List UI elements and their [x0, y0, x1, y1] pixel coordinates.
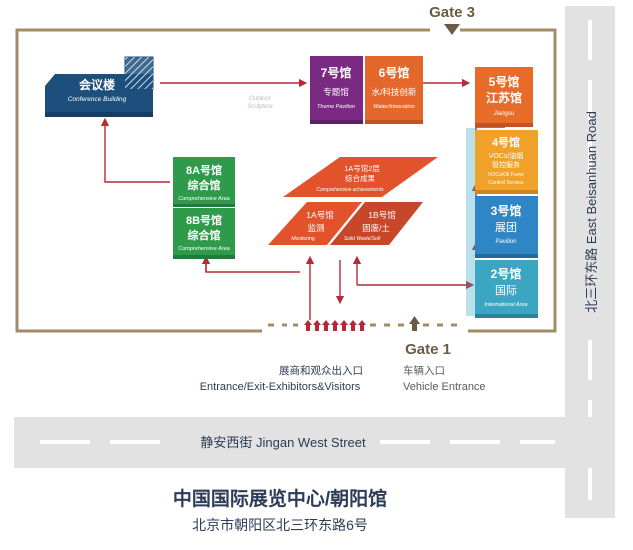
- hall-7-label: 7号馆: [321, 65, 352, 80]
- visitor-entrance-arrows-icon: [304, 320, 366, 331]
- hall-3[interactable]: 3号馆 展团 Pavilion: [475, 196, 538, 258]
- hall-1b-label: 1B号馆: [368, 210, 395, 220]
- site-boundary: [15, 28, 557, 333]
- hall-6-en: Water/Innovation: [373, 104, 414, 110]
- visitor-entrance-en: Entrance/Exit-Exhibitors&Visitors: [200, 381, 361, 393]
- gate3-label: Gate 3: [429, 4, 475, 21]
- hall-1a2-cn: 综合成果: [345, 173, 375, 183]
- hall-5-cn: 江苏馆: [486, 90, 522, 105]
- hall-1b-en: Solid Waste/Soil: [344, 236, 381, 242]
- hall-4-cn2: 管控服务: [492, 160, 520, 169]
- east-halls-shadow: [466, 128, 475, 316]
- outdoor-label-2: Sculpture: [247, 104, 273, 110]
- hall-2[interactable]: 2号馆 国际 International Area: [475, 260, 538, 318]
- hall-5[interactable]: 5号馆 江苏馆 Jiangsu: [475, 67, 533, 127]
- hall-6[interactable]: 6号馆 水/科技创新 Water/Innovation: [365, 56, 423, 124]
- venue-title: 中国国际展览中心/朝阳馆: [173, 487, 387, 510]
- vehicle-entrance-en: Vehicle Entrance: [403, 381, 486, 393]
- hall-3-en: Pavilion: [495, 239, 517, 245]
- hall-8b[interactable]: 8B号馆 综合馆 Comprehensive Area: [173, 208, 235, 259]
- hall-2-en: International Area: [484, 302, 527, 308]
- hall-5-label: 5号馆: [489, 74, 520, 89]
- hall-5-en: Jiangsu: [493, 111, 515, 117]
- hall-8a-cn: 综合馆: [188, 178, 221, 192]
- conference-cn-label: 会议楼: [79, 77, 115, 92]
- hall-1b[interactable]: 1B号馆 固废/土 Solid Waste/Soil: [330, 202, 423, 245]
- hall-8a-en: Comprehensive Area: [178, 196, 229, 202]
- hall-8a[interactable]: 8A号馆 综合馆 Comprehensive Area: [173, 157, 235, 207]
- hall-1a-cn: 监测: [307, 223, 324, 233]
- hall-2-cn: 国际: [495, 284, 517, 297]
- hall-8b-cn: 综合馆: [188, 228, 221, 242]
- hall-4-en2: Control Service: [488, 180, 524, 186]
- hall-1a-label: 1A号馆: [306, 210, 333, 220]
- vehicle-entrance-arrow-icon: [409, 316, 420, 331]
- gate3-marker-icon: [444, 24, 460, 35]
- hall-1b-cn: 固废/土: [362, 223, 390, 233]
- hall-4-label: 4号馆: [492, 135, 520, 149]
- hall-3-cn: 展团: [495, 221, 517, 234]
- hall-4[interactable]: 4号馆 VOCs/油烟 管控服务 VOCs/Oil Fume Control S…: [475, 130, 538, 194]
- venue-address: 北京市朝阳区北三环东路6号: [192, 517, 368, 533]
- hall-conference-building[interactable]: 会议楼 Conference Building: [45, 56, 154, 117]
- vehicle-entrance-cn: 车辆入口: [403, 364, 445, 377]
- hall-6-cn: 水/科技创新: [372, 87, 417, 97]
- hall-8b-label: 8B号馆: [186, 213, 222, 227]
- hall-6-label: 6号馆: [379, 65, 410, 80]
- hall-3-label: 3号馆: [491, 203, 522, 218]
- hall-7-en: Theme Pavilion: [317, 104, 355, 110]
- visitor-routes: [100, 78, 510, 320]
- hall-8b-en: Comprehensive Area: [178, 246, 229, 252]
- hall-7-cn: 专题馆: [323, 87, 349, 97]
- road-south: [14, 417, 615, 468]
- hall-4-cn: VOCs/油烟: [489, 151, 524, 160]
- hall-1a[interactable]: 1A号馆 监测 Monitoring: [268, 202, 362, 245]
- visitor-entrance-cn: 展商和观众出入口: [279, 364, 363, 377]
- hall-1a2-en: Comprehensive achievements: [316, 187, 384, 193]
- hall-7[interactable]: 7号馆 专题馆 Theme Pavilion: [310, 56, 363, 124]
- hall-4-en1: VOCs/Oil Fume: [488, 172, 524, 178]
- road-south-label: 静安西街 Jingan West Street: [200, 435, 366, 450]
- outdoor-label-1: Outdoor: [249, 96, 272, 102]
- road-east-label: 北三环东路 East Beisanhuan Road: [584, 111, 599, 313]
- hall-8a-label: 8A号馆: [186, 163, 222, 177]
- hall-1a-floor2[interactable]: 1A号馆2层 综合成果 Comprehensive achievements: [283, 157, 438, 197]
- hall-1a-en: Monitoring: [291, 236, 315, 242]
- hall-2-label: 2号馆: [491, 266, 522, 281]
- conference-en-label: Conference Building: [68, 96, 127, 103]
- hall-1a2-label: 1A号馆2层: [344, 163, 380, 173]
- gate1-label: Gate 1: [405, 341, 451, 358]
